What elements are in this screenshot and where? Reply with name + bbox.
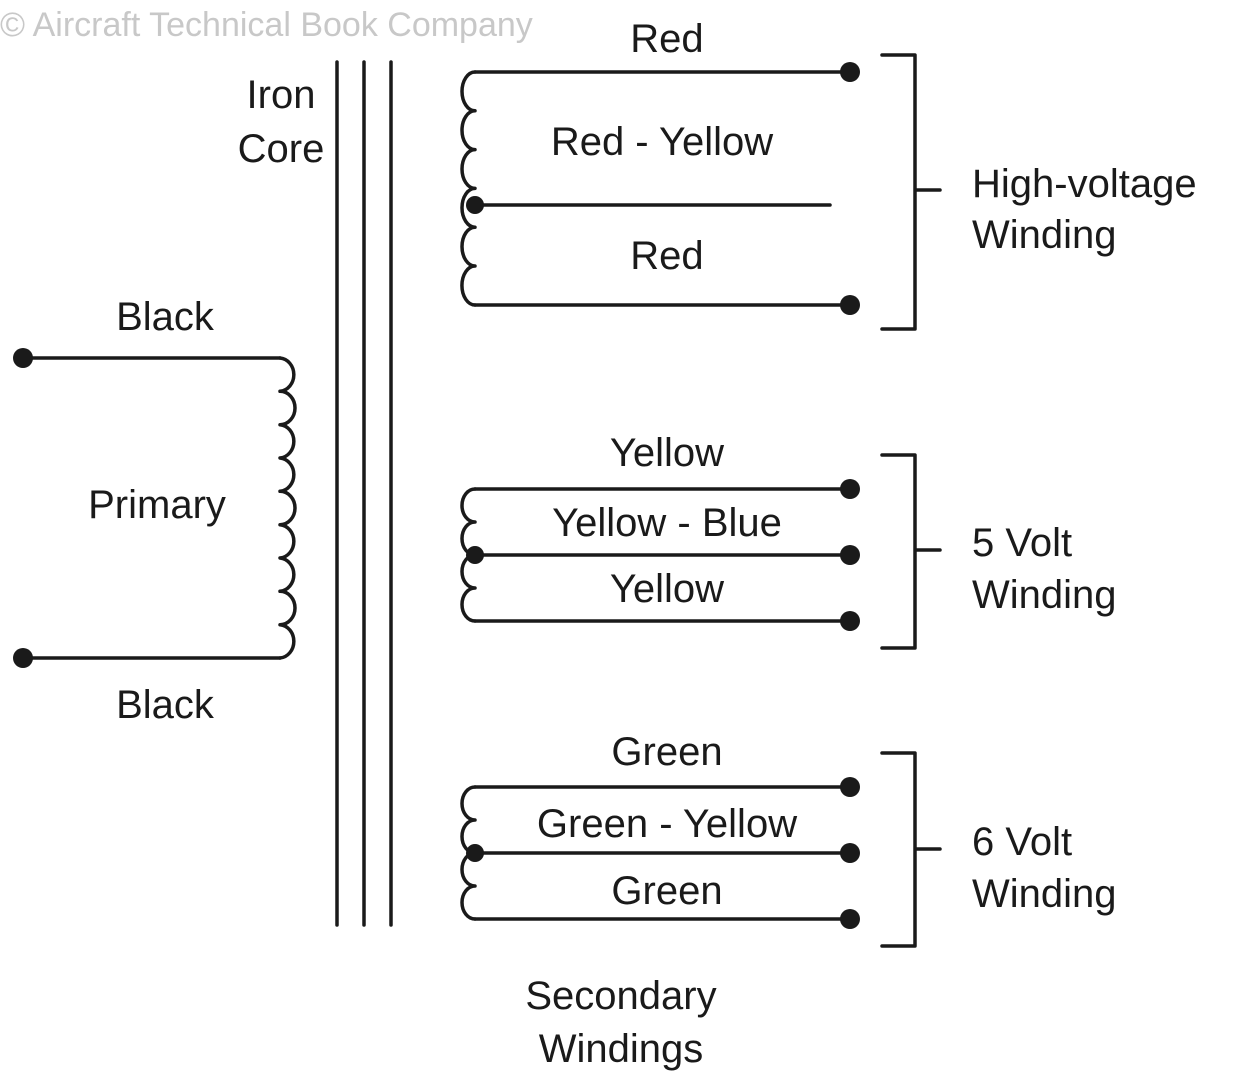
hv-top-terminal — [840, 62, 860, 82]
five-volt-top-terminal — [840, 479, 860, 499]
six-volt-group-label-line2: Winding — [972, 872, 1117, 916]
hv-bottom-lead-label: Red — [630, 234, 703, 278]
primary-bottom-lead-label: Black — [116, 683, 215, 727]
hv-center-tap-label: Red - Yellow — [551, 120, 773, 164]
six-volt-bottom-lead-label: Green — [611, 869, 722, 913]
hv-bracket — [880, 53, 942, 331]
five-volt-group-label-line1: 5 Volt — [972, 521, 1072, 565]
hv-top-lead-label: Red — [630, 17, 703, 61]
six-volt-center-tap-node — [466, 844, 484, 862]
six-volt-group-label-line1: 6 Volt — [972, 820, 1072, 864]
hv-group-label-line1: High-voltage — [972, 162, 1197, 206]
six-volt-center-tap-terminal — [840, 843, 860, 863]
primary-label: Primary — [88, 483, 226, 527]
core-label-line1: Iron — [247, 73, 316, 117]
primary-bottom-terminal — [13, 648, 33, 668]
hv-coil — [460, 70, 477, 307]
hv-center-tap-node — [466, 196, 484, 214]
primary-coil — [278, 356, 297, 660]
watermark: © Aircraft Technical Book Company — [0, 6, 533, 44]
six-volt-bottom-terminal — [840, 909, 860, 929]
five-volt-center-tap-label: Yellow - Blue — [552, 501, 782, 545]
six-volt-center-tap-label: Green - Yellow — [537, 802, 797, 846]
primary-top-terminal — [13, 348, 33, 368]
high-voltage-winding — [460, 53, 942, 331]
five-volt-center-tap-node — [466, 546, 484, 564]
core-label-line2: Core — [238, 127, 325, 171]
hv-group-label-line2: Winding — [972, 213, 1117, 257]
six-volt-winding — [460, 751, 942, 948]
five-volt-bracket — [880, 453, 942, 650]
secondary-label-line1: Secondary — [525, 974, 716, 1018]
secondary-label-line2: Windings — [539, 1027, 704, 1071]
five-volt-bottom-lead-label: Yellow — [610, 567, 724, 611]
six-volt-top-terminal — [840, 777, 860, 797]
five-volt-winding — [460, 453, 942, 650]
primary-top-lead-label: Black — [116, 295, 215, 339]
iron-core — [335, 60, 393, 927]
five-volt-center-tap-terminal — [840, 545, 860, 565]
five-volt-top-lead-label: Yellow — [610, 431, 724, 475]
hv-bottom-terminal — [840, 295, 860, 315]
six-volt-top-lead-label: Green — [611, 730, 722, 774]
five-volt-bottom-terminal — [840, 611, 860, 631]
six-volt-bracket — [880, 751, 942, 948]
primary-winding — [13, 348, 297, 668]
five-volt-group-label-line2: Winding — [972, 573, 1117, 617]
